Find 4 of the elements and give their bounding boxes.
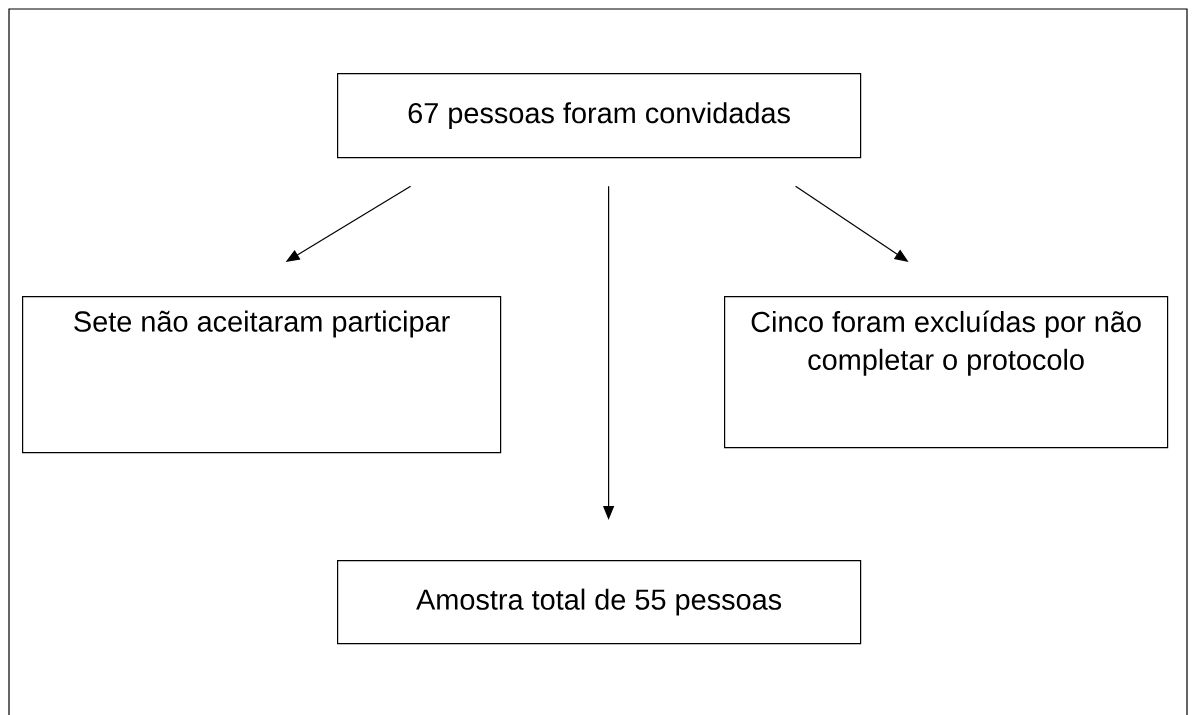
process-box: Cinco foram excluídas por não completar o protocolo xyxy=(724,296,1169,449)
process-box: Sete não aceitaram participar xyxy=(22,296,502,454)
process-box: 67 pessoas foram convidadas xyxy=(337,73,862,159)
process-box: Amostra total de 55 pessoas xyxy=(337,560,862,645)
